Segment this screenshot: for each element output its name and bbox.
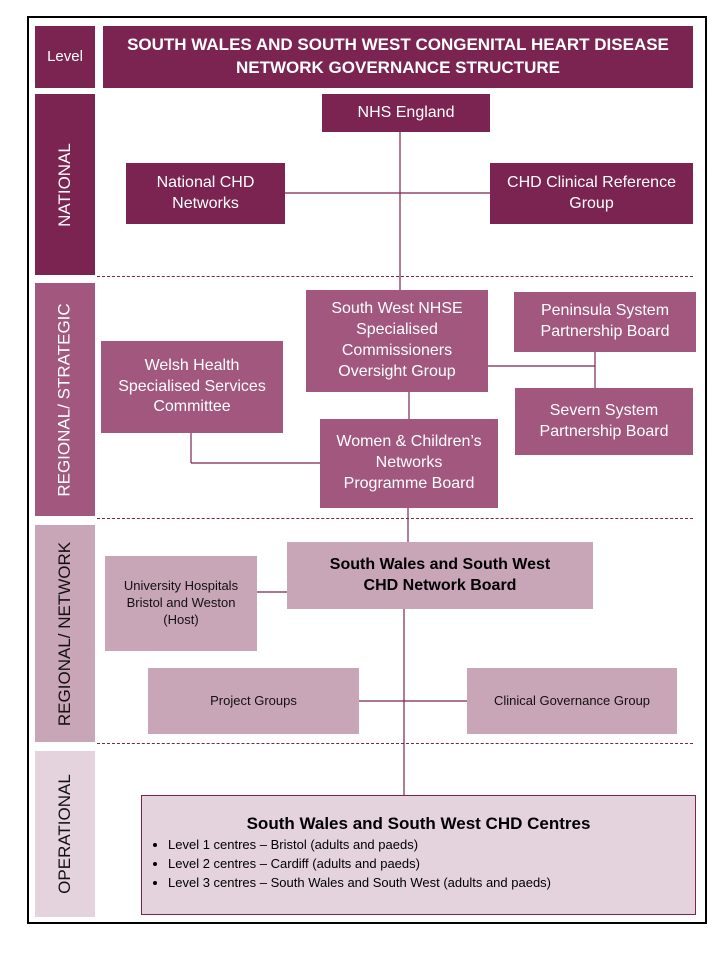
- sw-nhse-line-2: Specialised: [356, 321, 438, 339]
- uhbw-line-2: Bristol and Weston: [126, 595, 236, 611]
- welsh-line-3: Committee: [153, 398, 231, 416]
- title-line-1: SOUTH WALES AND SOUTH WEST CONGENITAL HE…: [127, 35, 669, 55]
- divider-network-operational: [97, 743, 693, 744]
- node-national-chd-networks: National CHD Networks: [126, 163, 285, 224]
- node-welsh-health-committee: Welsh Health Specialised Services Commit…: [101, 341, 283, 433]
- level-strategic-label: REGIONAL/ STRATEGIC: [55, 302, 75, 497]
- level-header-label: Level: [47, 48, 83, 66]
- sw-nhse-line-4: Oversight Group: [338, 362, 456, 380]
- sw-nhse-line-3: Commissioners: [341, 342, 453, 359]
- chd-crg-line-2: Group: [569, 194, 614, 212]
- divider-national-strategic: [97, 276, 693, 277]
- node-chd-centres: South Wales and South West CHD Centres L…: [141, 795, 696, 915]
- node-womens-childrens-board: Women & Children’s Networks Programme Bo…: [320, 419, 498, 508]
- peninsula-line-1: Peninsula System: [540, 302, 670, 320]
- level-header: Level: [35, 26, 95, 88]
- level-network: REGIONAL/ NETWORK: [35, 525, 95, 742]
- page-title: SOUTH WALES AND SOUTH WEST CONGENITAL HE…: [103, 26, 693, 88]
- wcn-line-2: Networks: [375, 454, 443, 472]
- node-severn-system-board: Severn System Partnership Board: [515, 388, 693, 455]
- node-peninsula-system-board: Peninsula System Partnership Board: [514, 292, 696, 352]
- node-university-hospitals-bristol: University Hospitals Bristol and Weston …: [105, 556, 257, 651]
- network-board-line-1: South Wales and South West: [329, 555, 551, 573]
- diagram-frame: [27, 16, 707, 924]
- node-clinical-governance-group: Clinical Governance Group: [467, 668, 677, 734]
- clinical-governance-label: Clinical Governance Group: [493, 692, 651, 708]
- node-chd-network-board: South Wales and South West CHD Network B…: [287, 542, 593, 609]
- sw-nhse-line-1: South West NHSE: [331, 300, 463, 318]
- node-nhs-england: NHS England: [322, 94, 490, 132]
- level-network-label: REGIONAL/ NETWORK: [55, 541, 74, 726]
- centres-title: South Wales and South West CHD Centres: [246, 814, 591, 833]
- title-line-2: NETWORK GOVERNANCE STRUCTURE: [236, 58, 560, 77]
- level-strategic: REGIONAL/ STRATEGIC: [35, 283, 95, 516]
- centres-list: Level 1 centres – Bristol (adults and pa…: [152, 836, 551, 893]
- wcn-line-3: Programme Board: [343, 474, 475, 492]
- node-sw-nhse-oversight-group: South West NHSE Specialised Commissioner…: [306, 290, 488, 392]
- level-operational: OPERATIONAL: [35, 751, 95, 917]
- centres-item-level-2: Level 2 centres – Cardiff (adults and pa…: [168, 855, 551, 874]
- level-national: NATIONAL: [35, 94, 95, 275]
- national-chd-line-1: National CHD: [156, 173, 255, 191]
- project-groups-label: Project Groups: [210, 692, 297, 708]
- node-project-groups: Project Groups: [148, 668, 359, 734]
- centres-item-level-1: Level 1 centres – Bristol (adults and pa…: [168, 836, 551, 855]
- peninsula-line-2: Partnership Board: [540, 323, 670, 340]
- welsh-line-2: Specialised Services: [118, 377, 266, 395]
- welsh-line-1: Welsh Health: [144, 356, 240, 374]
- national-chd-line-2: Networks: [172, 194, 239, 212]
- centres-item-level-3: Level 3 centres – South Wales and South …: [168, 874, 551, 893]
- level-operational-label: OPERATIONAL: [55, 774, 74, 894]
- network-board-line-2: CHD Network Board: [363, 576, 517, 594]
- uhbw-line-3: (Host): [163, 611, 199, 627]
- node-chd-clinical-reference-group: CHD Clinical Reference Group: [490, 163, 693, 224]
- divider-strategic-network: [97, 518, 693, 519]
- uhbw-line-1: University Hospitals: [123, 578, 239, 594]
- chd-crg-line-1: CHD Clinical Reference: [507, 173, 676, 191]
- nhs-england-label: NHS England: [357, 103, 455, 121]
- severn-line-2: Partnership Board: [539, 422, 669, 440]
- severn-line-1: Severn System: [549, 401, 659, 419]
- wcn-line-1: Women & Children’s: [336, 433, 482, 451]
- level-national-label: NATIONAL: [55, 142, 75, 227]
